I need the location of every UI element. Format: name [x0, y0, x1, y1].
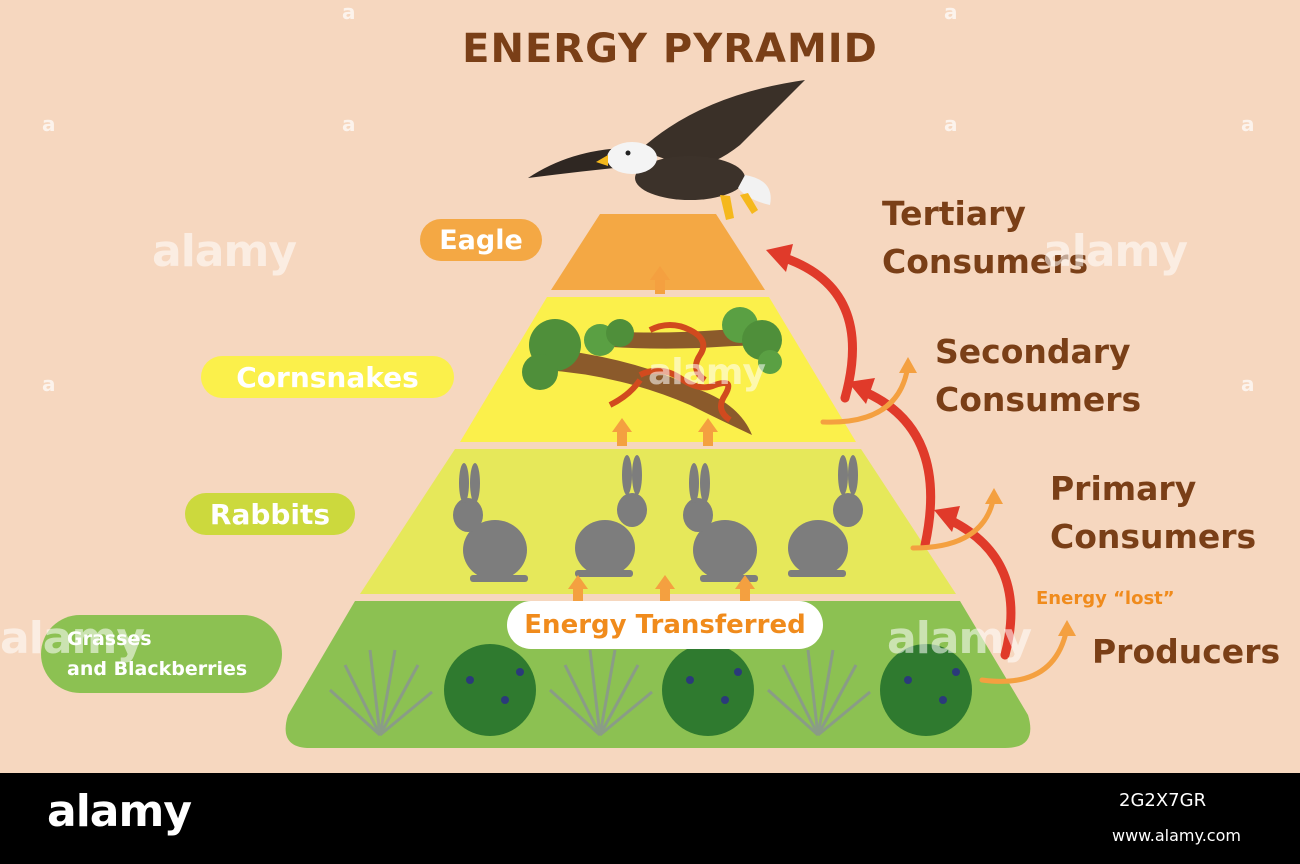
- watermark-letter: a: [42, 372, 56, 396]
- energy-transferred-label: Energy Transferred: [507, 601, 823, 649]
- rabbits-illustration: [453, 455, 863, 582]
- pyramid-graphic: [285, 80, 1076, 748]
- trophic-label-tertiary: Tertiary Consumers: [882, 194, 1089, 281]
- watermark: alamy: [648, 352, 766, 393]
- level-label-grasses: Grasses and Blackberries: [41, 615, 282, 693]
- blackberry-bush: [662, 644, 754, 736]
- cornsnakes-illustration: [522, 307, 782, 435]
- grass-tuft: [548, 649, 653, 737]
- site-url: www.alamy.com: [1112, 826, 1241, 845]
- orange-arrow-primary: [910, 493, 997, 551]
- level-label-rabbits: Rabbits: [185, 493, 355, 535]
- level-label-eagle: Eagle: [420, 219, 542, 261]
- watermark-letter: a: [1241, 112, 1255, 136]
- orange-arrow-producers: [979, 625, 1070, 684]
- rabbit: [788, 455, 863, 577]
- energy-lost-arrows: [820, 362, 1070, 684]
- trophic-label-producers: Producers: [1092, 632, 1281, 671]
- watermark-letter: a: [1241, 372, 1255, 396]
- watermark: alamy: [887, 613, 1032, 664]
- level-label-text: Cornsnakes: [236, 360, 419, 394]
- watermark-letter: a: [342, 0, 356, 24]
- tier-tertiary: [551, 214, 765, 290]
- level-label-text: Eagle: [439, 224, 523, 256]
- up-arrow: [655, 575, 675, 603]
- producers-illustration: [328, 644, 972, 737]
- blackberry-bush: [880, 644, 972, 736]
- red-arrow-primary-to-secondary: [860, 387, 936, 550]
- red-arrowheads: [766, 244, 960, 532]
- trophic-label-secondary: Secondary Consumers: [935, 332, 1142, 419]
- alamy-logo: alamy: [47, 786, 192, 837]
- watermark-letter: a: [342, 112, 356, 136]
- up-arrow: [568, 575, 588, 603]
- watermark-letter: a: [944, 0, 958, 24]
- energy-pyramid-poster: a a a a a a a a: [0, 0, 1281, 748]
- trophic-label-primary: Primary Consumers: [1050, 469, 1257, 556]
- level-label-cornsnakes: Cornsnakes: [201, 356, 454, 398]
- energy-up-arrows: [568, 266, 755, 603]
- image-id: 2G2X7GR: [1119, 790, 1207, 811]
- red-arrow-producers-to-primary: [945, 515, 1016, 660]
- eagle-illustration: [528, 80, 805, 220]
- blackberry-bush: [444, 644, 536, 736]
- up-arrow: [735, 575, 755, 603]
- energy-lost-label: Energy “lost”: [1036, 588, 1175, 609]
- grass-tuft: [328, 649, 433, 737]
- tier-primary: [360, 449, 956, 594]
- rabbit: [453, 463, 528, 582]
- watermark-letter: a: [944, 112, 958, 136]
- red-arrow-secondary-to-tertiary: [780, 253, 857, 403]
- orange-arrow-secondary: [820, 362, 911, 425]
- watermark: alamy: [1043, 226, 1188, 277]
- diagram-title: ENERGY PYRAMID: [462, 26, 878, 72]
- level-label-text: Rabbits: [209, 497, 331, 531]
- watermark: alamy: [0, 613, 145, 664]
- stock-footer-bar: [0, 773, 1300, 864]
- level-label-text: Grasses and Blackberries: [67, 628, 248, 680]
- orange-arrowheads: [899, 357, 1076, 636]
- rabbit: [683, 463, 758, 582]
- rabbit: [575, 455, 647, 577]
- up-arrow: [650, 266, 670, 294]
- grass-tuft: [766, 649, 871, 737]
- watermark-letter: a: [42, 112, 56, 136]
- up-arrow: [698, 418, 718, 446]
- watermark: alamy: [152, 226, 297, 277]
- energy-flow-arrows: [780, 253, 1016, 660]
- up-arrow: [612, 418, 632, 446]
